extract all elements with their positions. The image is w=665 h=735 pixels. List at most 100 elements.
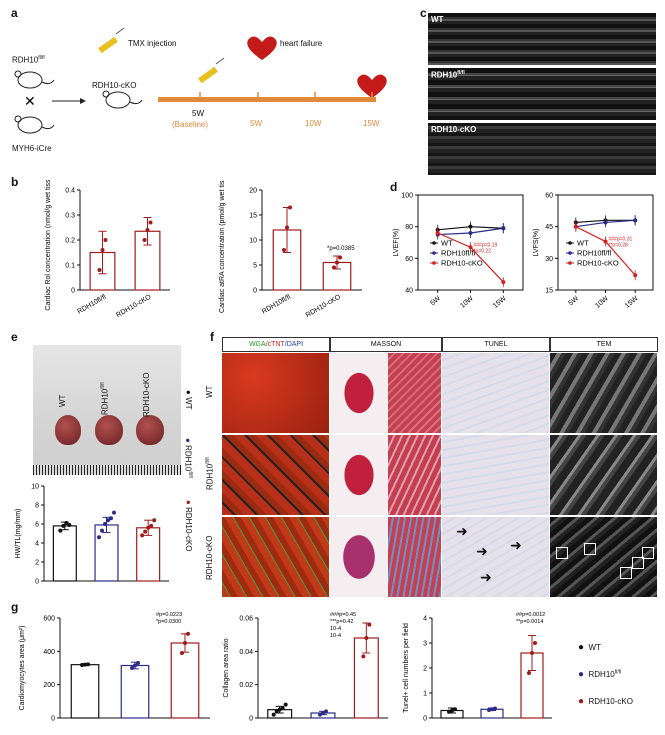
y-tick-label: 60 bbox=[545, 193, 553, 200]
data-point bbox=[324, 709, 328, 714]
y-tick-label: 15 bbox=[249, 213, 257, 220]
row-label: WT bbox=[205, 385, 214, 398]
annotation: #p=0.0223 bbox=[156, 612, 182, 618]
annotation: ###p=0.45 bbox=[330, 612, 356, 618]
data-point bbox=[100, 528, 104, 533]
data-point bbox=[103, 238, 108, 242]
y-tick-label: 10 bbox=[249, 238, 257, 245]
legend-label: RDH10-cKO bbox=[441, 259, 483, 268]
data-point bbox=[106, 518, 110, 523]
heart-label: RDH10fl/fl bbox=[100, 382, 110, 415]
annotation: ###p=0.31 bbox=[609, 236, 633, 242]
data-point bbox=[133, 663, 137, 668]
x-tick-label: 5W bbox=[429, 295, 442, 307]
data-point bbox=[152, 518, 157, 523]
data-point bbox=[367, 622, 372, 627]
echo-image-flfl bbox=[428, 68, 656, 120]
data-point bbox=[86, 662, 90, 667]
tem-image-cko bbox=[550, 517, 657, 597]
echo-image-cko bbox=[428, 123, 656, 175]
data-point bbox=[633, 218, 638, 223]
data-point bbox=[145, 228, 150, 232]
timepoint-label: 10W bbox=[305, 119, 322, 128]
legend-marker bbox=[432, 251, 436, 255]
data-point bbox=[148, 220, 153, 225]
legend-label: RDH10fl/fl bbox=[441, 249, 476, 258]
bar bbox=[94, 524, 119, 582]
legend-marker bbox=[568, 251, 572, 255]
masson-tissue-wt bbox=[388, 353, 441, 433]
tem-image-flfl bbox=[550, 435, 657, 515]
y-axis-label: Cardiac atRA concentration (pmol/g wet t… bbox=[219, 180, 226, 313]
wga-image-cko bbox=[222, 517, 329, 597]
data-point bbox=[338, 255, 342, 260]
data-point bbox=[83, 662, 87, 667]
y-tick-label: 2 bbox=[35, 560, 39, 567]
y-tick-label: 1 bbox=[423, 691, 427, 698]
data-point bbox=[149, 523, 154, 528]
masson-heart-cko bbox=[330, 517, 388, 597]
legend-label: RDH10-cKO bbox=[577, 259, 619, 268]
data-point bbox=[364, 636, 369, 640]
bar bbox=[170, 642, 200, 719]
x-tick-label: 15W bbox=[624, 295, 640, 310]
data-point bbox=[140, 533, 145, 538]
annotation: ###p=0.19 bbox=[474, 242, 498, 248]
data-point bbox=[468, 231, 473, 235]
data-point bbox=[318, 712, 322, 717]
data-point bbox=[501, 280, 506, 285]
data-point bbox=[527, 671, 531, 675]
y-tick-label: 0.4 bbox=[65, 188, 75, 195]
ruler bbox=[33, 465, 181, 475]
bar bbox=[52, 525, 77, 582]
y-tick-label: 600 bbox=[43, 616, 55, 623]
y-axis-label: Tunel+ cell numbers per field bbox=[403, 623, 410, 713]
legend-label: RDH10fl/fl bbox=[577, 249, 612, 258]
data-point bbox=[361, 654, 366, 659]
data-point bbox=[633, 273, 638, 278]
row-label: RDH10-cKO bbox=[205, 535, 214, 580]
y-tick-label: 400 bbox=[43, 649, 55, 656]
y-axis-label: HW/TL(mg/mm) bbox=[15, 509, 22, 559]
data-point bbox=[468, 245, 473, 250]
x-tick-label: RDH10-cKO bbox=[115, 293, 153, 319]
baseline-label: (Baseline) bbox=[172, 120, 209, 129]
y-axis-label: Cardiac Rol concentration (nmol/g wet ti… bbox=[45, 180, 52, 311]
data-point bbox=[603, 239, 608, 244]
data-point bbox=[335, 260, 339, 265]
legend-marker bbox=[432, 241, 436, 245]
y-tick-label: 8 bbox=[35, 503, 39, 510]
heart-label: WT bbox=[58, 394, 67, 407]
tunel-image-wt bbox=[442, 353, 549, 433]
y-tick-label: 6 bbox=[35, 522, 39, 529]
data-point bbox=[61, 523, 66, 528]
annotation: *p=0.22 bbox=[474, 248, 492, 254]
data-point bbox=[97, 535, 101, 540]
data-point bbox=[283, 702, 288, 707]
timeline-bar bbox=[158, 97, 376, 102]
data-point bbox=[112, 510, 116, 515]
arrow-icon: ➜ bbox=[480, 569, 492, 585]
mouse1-label: RDH10fl/fl bbox=[12, 55, 45, 65]
cross-symbol: ✕ bbox=[24, 93, 36, 109]
data-point bbox=[142, 238, 147, 242]
data-point bbox=[80, 663, 84, 667]
panel-g-letter: g bbox=[11, 600, 19, 614]
data-point bbox=[58, 528, 63, 533]
y-axis-label: LVEF(%) bbox=[393, 229, 400, 257]
y-tick-label: 200 bbox=[43, 682, 55, 689]
data-point bbox=[277, 707, 282, 712]
annotation: *p=0.0385 bbox=[327, 246, 355, 252]
panel-a-diagram: ✕ bbox=[14, 27, 387, 134]
echo-label: WT bbox=[431, 15, 444, 24]
syringe-icon bbox=[98, 27, 225, 84]
y-tick-label: 0.3 bbox=[65, 213, 75, 220]
arrow-icon: ➜ bbox=[510, 537, 522, 553]
bar bbox=[120, 664, 150, 719]
masson-heart-wt bbox=[330, 353, 388, 433]
data-point bbox=[435, 231, 440, 235]
